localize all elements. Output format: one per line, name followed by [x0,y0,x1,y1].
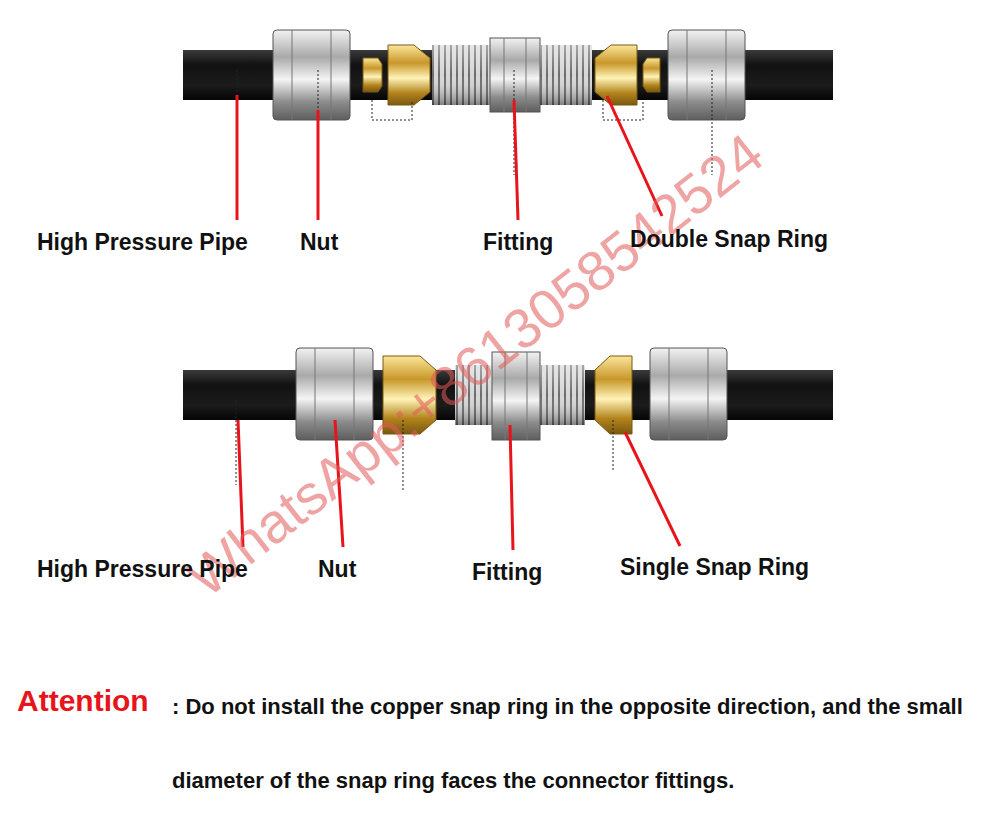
part-label: High Pressure Pipe [37,229,248,256]
watermark: WhatsApp:+8613058542524 [175,120,776,609]
part-label: Fitting [483,229,553,256]
attention-heading: Attention [17,684,149,718]
part-label: Double Snap Ring [630,226,828,253]
part-label: Nut [318,556,356,583]
part-label: Nut [300,229,338,256]
attention-note: : Do not install the copper snap ring in… [172,670,987,818]
part-label: Fitting [472,559,542,586]
part-label: High Pressure Pipe [37,556,248,583]
part-label: Single Snap Ring [620,554,809,581]
